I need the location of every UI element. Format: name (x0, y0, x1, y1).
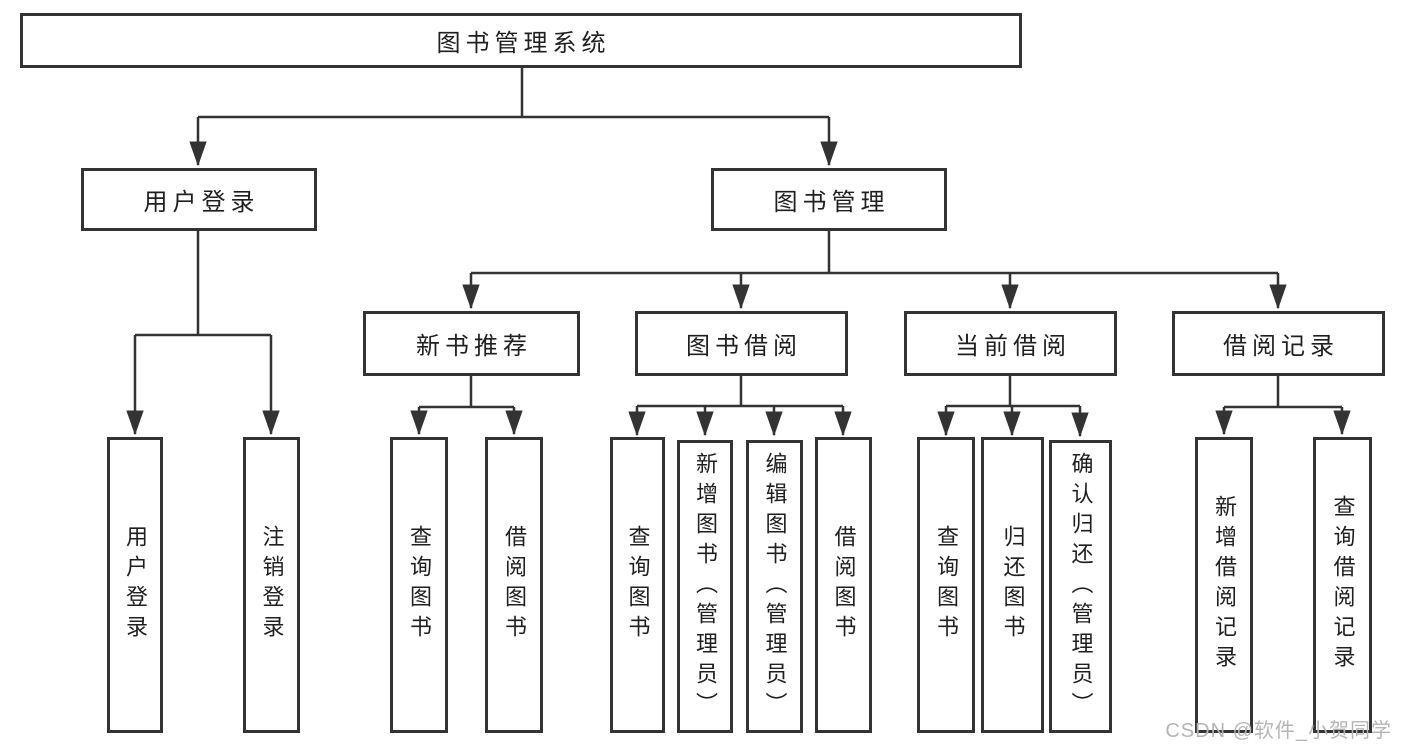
node-label: 当前借阅 (955, 333, 1071, 360)
node-book-management: 图书管理 (711, 168, 947, 231)
node-label: 确认归还（管理员） (1068, 451, 1094, 722)
leaf-return-book: 归还图书 (981, 437, 1044, 733)
node-label: 图书管理系统 (436, 30, 611, 57)
node-label: 注销登录 (259, 525, 285, 645)
node-book-borrow: 图书借阅 (635, 311, 848, 376)
leaf-confirm-return-admin: 确认归还（管理员） (1049, 440, 1112, 733)
node-label: 借阅图书 (831, 525, 857, 645)
node-label: 查询图书 (934, 525, 959, 645)
leaf-query-borrow-record: 查询借阅记录 (1313, 437, 1372, 733)
node-label: 归还图书 (1000, 525, 1026, 645)
node-label: 用户登录 (123, 525, 148, 645)
leaf-add-borrow-record: 新增借阅记录 (1195, 437, 1253, 733)
leaf-query-books-current: 查询图书 (917, 437, 975, 733)
node-label: 借阅记录 (1223, 333, 1339, 360)
leaf-query-books-recommend: 查询图书 (390, 437, 448, 733)
node-label: 图书管理 (773, 189, 890, 216)
node-current-borrow: 当前借阅 (904, 311, 1117, 376)
leaf-logout: 注销登录 (243, 437, 300, 733)
node-label: 查询借阅记录 (1330, 495, 1356, 675)
node-label: 查询图书 (407, 525, 432, 645)
leaf-borrow-books-recommend: 借阅图书 (485, 437, 543, 733)
leaf-add-book-admin: 新增图书（管理员） (677, 440, 733, 733)
node-label: 用户登录 (143, 189, 260, 216)
node-label: 借阅图书 (502, 525, 527, 645)
node-label: 新书推荐 (416, 333, 532, 360)
node-root: 图书管理系统 (20, 13, 1022, 68)
node-label: 新增图书（管理员） (693, 451, 718, 722)
leaf-query-books-borrow: 查询图书 (610, 437, 665, 733)
node-label: 新增借阅记录 (1212, 495, 1237, 675)
leaf-user-login: 用户登录 (107, 437, 163, 733)
node-label: 编辑图书（管理员） (762, 451, 788, 722)
node-user-login: 用户登录 (81, 168, 317, 231)
node-new-book-recommend: 新书推荐 (363, 311, 580, 376)
leaf-borrow-books-borrow: 借阅图书 (815, 437, 872, 733)
node-borrow-records: 借阅记录 (1172, 311, 1385, 376)
csdn-watermark: CSDN @软件_小贺同学 (1165, 720, 1392, 742)
leaf-edit-book-admin: 编辑图书（管理员） (746, 440, 803, 733)
node-label: 图书借阅 (686, 333, 802, 360)
node-label: 查询图书 (625, 525, 651, 645)
